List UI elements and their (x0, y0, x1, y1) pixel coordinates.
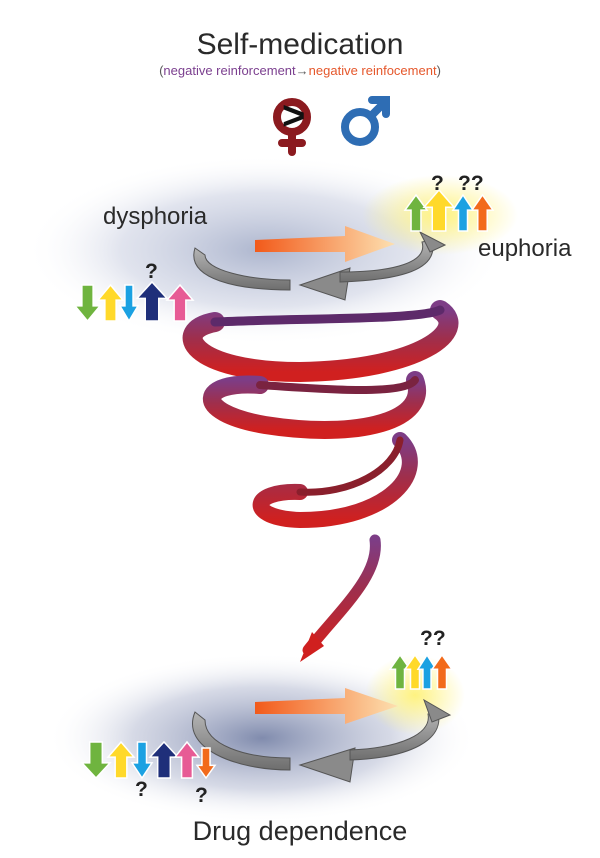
dysphoria-arrow-group (73, 280, 195, 323)
dependence-bottom-question-mark-2: ? (195, 784, 208, 807)
euphoria-label: euphoria (478, 235, 572, 262)
subtitle-open: ( (159, 63, 164, 78)
arrow-up-icon (403, 193, 429, 232)
male-symbol-icon (341, 96, 390, 146)
dependence-top-question-marks: ?? (420, 627, 446, 650)
page-title: Self-medication (196, 28, 404, 61)
euphoria-question-mark: ? (431, 172, 444, 195)
arrow-up-icon (422, 188, 456, 232)
euphoria-arrow-group (403, 188, 495, 232)
arrow-up-icon (106, 740, 136, 779)
drug-dependence-label: Drug dependence (192, 816, 408, 846)
dysphoria-label: dysphoria (103, 203, 208, 230)
arrow-up-icon (135, 280, 169, 322)
bottom-reward-arrow (255, 688, 398, 724)
arrow-down-icon (80, 741, 112, 780)
euphoria-double-question-mark: ?? (458, 172, 484, 195)
top-cycle-rings (193, 226, 447, 301)
arrow-down-icon (73, 284, 102, 323)
arrow-up-icon (470, 193, 495, 232)
arrow-up-icon (165, 283, 195, 322)
dysphoria-question-mark: ? (145, 260, 158, 283)
arrow-down-icon (195, 747, 217, 780)
subtitle-part-two: negative reinfocement (308, 63, 437, 78)
arrow-down-icon (130, 741, 154, 780)
subtitle-part-one: negative reinforcement (163, 63, 296, 78)
dependence-left-arrow-group (80, 740, 217, 780)
arrow-up-icon (430, 653, 454, 690)
arrow-up-icon (173, 740, 201, 779)
spiral-arrowhead (300, 632, 324, 662)
dependence-spiral (182, 300, 459, 656)
bottom-cycle-rings (192, 688, 452, 783)
dependence-right-arrow-group (388, 653, 454, 690)
female-symbol-icon (273, 98, 311, 156)
dependence-bottom-question-mark-1: ? (135, 778, 148, 801)
comparison-operator: > (282, 94, 306, 138)
subtitle: (negative reinforcement→negative reinfoc… (0, 63, 600, 78)
subtitle-arrow: → (295, 63, 309, 78)
arrow-up-icon (96, 283, 125, 322)
arrow-down-icon (118, 284, 140, 323)
top-reward-arrow (255, 226, 395, 262)
subtitle-close: ) (436, 63, 441, 78)
